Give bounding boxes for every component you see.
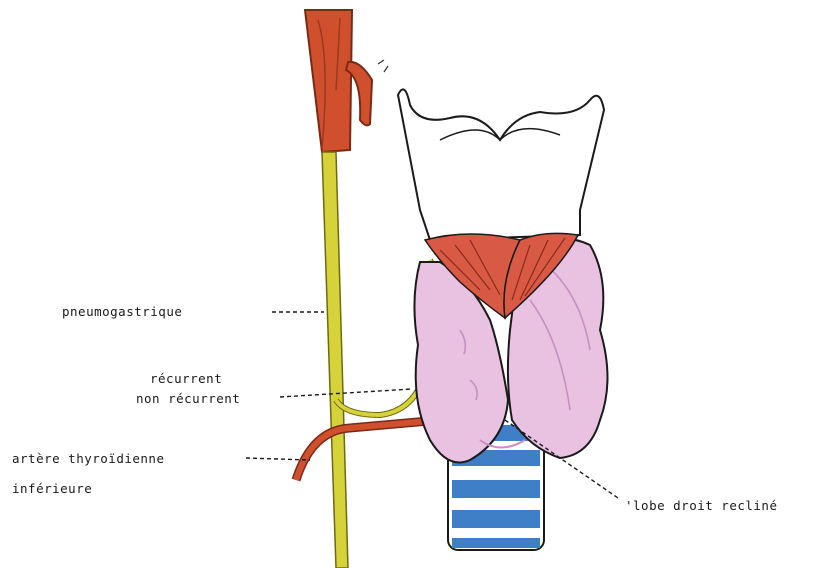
label-artere-line1: artère thyroïdienne	[12, 449, 165, 469]
label-pneumogastrique: pneumogastrique	[62, 302, 182, 322]
label-lobe-droit: 'lobe droit recliné	[625, 496, 778, 516]
label-artere-line2: inférieure	[12, 479, 92, 499]
carotid-artery	[305, 10, 388, 152]
thyroid-cartilage	[398, 89, 604, 240]
label-recurrent-line1: récurrent	[150, 369, 222, 389]
label-recurrent-line2: non récurrent	[136, 389, 240, 409]
